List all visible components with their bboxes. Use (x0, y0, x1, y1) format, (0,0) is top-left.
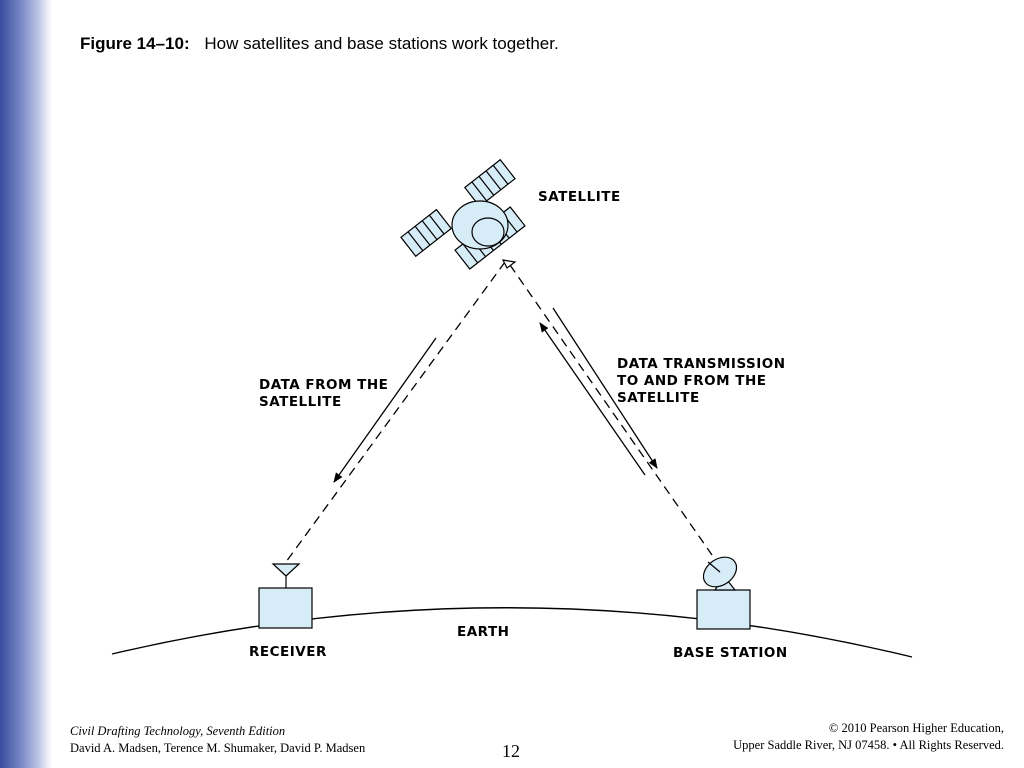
receiver-icon (258, 563, 313, 629)
copyright-line1: © 2010 Pearson Higher Education, (828, 721, 1004, 735)
footer-copyright: © 2010 Pearson Higher Education, Upper S… (733, 720, 1004, 754)
transmission-label-line2: TO AND FROM THE (617, 373, 767, 389)
base-station-label: BASE STATION (673, 645, 788, 661)
page-number: 12 (502, 741, 520, 761)
left-gradient-bar (0, 0, 52, 768)
arrow-transmission-up (539, 322, 646, 476)
figure-number: Figure 14–10: (80, 34, 190, 53)
data-from-satellite-label-line1: DATA FROM THE (259, 377, 388, 393)
receiver-label: RECEIVER (249, 644, 327, 660)
transmission-label-line1: DATA TRANSMISSION (617, 356, 786, 372)
earth-curve (111, 607, 913, 658)
figure-caption: Figure 14–10: How satellites and base st… (80, 34, 559, 54)
satellite-label: SATELLITE (538, 189, 621, 205)
arrow-transmission-down (552, 307, 658, 469)
footer-book-info: Civil Drafting Technology, Seventh Editi… (70, 723, 365, 757)
earth-label: EARTH (457, 624, 509, 640)
signal-line-base-station (509, 264, 713, 556)
book-title: Civil Drafting Technology, Seventh Editi… (70, 724, 286, 738)
figure-title: How satellites and base stations work to… (204, 34, 559, 53)
satellite-icon (400, 158, 526, 270)
transmission-label-line3: SATELLITE (617, 390, 700, 406)
base-station-icon (696, 556, 751, 630)
data-from-satellite-label-line2: SATELLITE (259, 394, 342, 410)
arrow-data-from-satellite (333, 337, 437, 483)
copyright-line2: Upper Saddle River, NJ 07458. • All Righ… (733, 738, 1004, 752)
book-authors: David A. Madsen, Terence M. Shumaker, Da… (70, 741, 366, 755)
signal-line-receiver (285, 261, 506, 563)
